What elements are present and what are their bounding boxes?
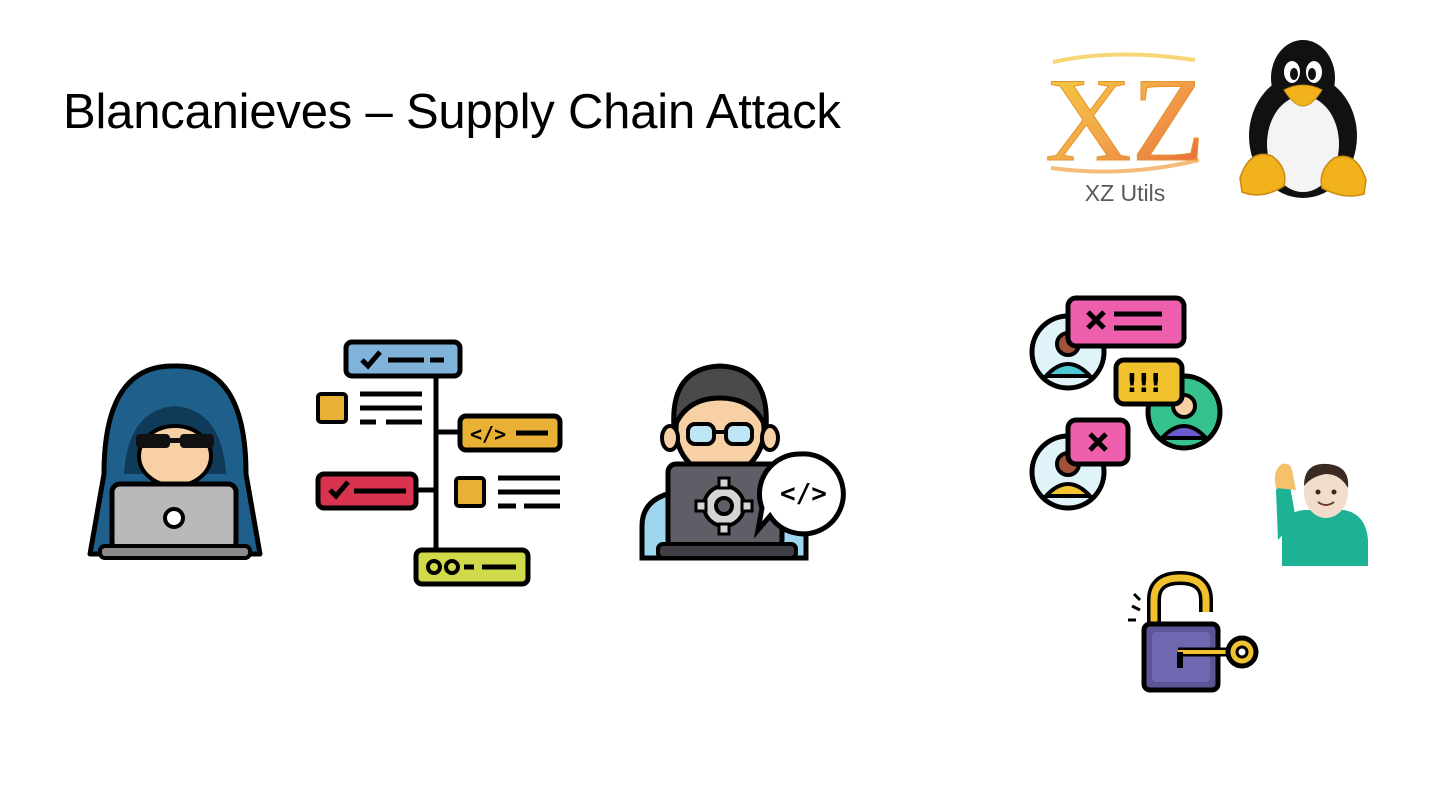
xz-utils-caption: XZ Utils: [1084, 180, 1166, 206]
unlocked-padlock-key-icon: [1124, 570, 1264, 696]
svg-text:!!!: !!!: [1126, 369, 1162, 399]
person-raising-hand-icon: [1274, 460, 1370, 566]
slide-title: Blancanieves – Supply Chain Attack: [63, 85, 841, 139]
user-conflict-icon: !!!: [1028, 295, 1226, 514]
xz-logo-text: XZ: [1045, 53, 1205, 186]
code-workflow-icon: </>: [312, 338, 566, 588]
tux-penguin-icon: [1232, 36, 1374, 202]
svg-text:</>: </>: [470, 422, 506, 446]
developer-laptop-icon: </>: [636, 362, 846, 562]
hooded-hacker-icon: [84, 363, 266, 562]
xz-utils-logo: XZ: [1045, 50, 1206, 187]
svg-text:</>: </>: [780, 479, 827, 509]
